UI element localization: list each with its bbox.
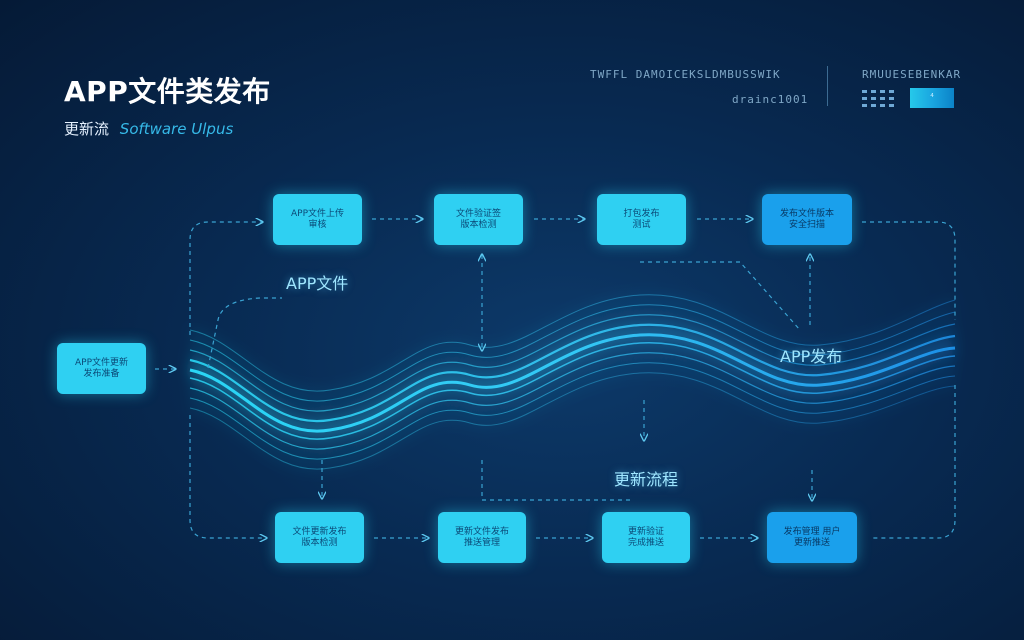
- grid-dots-icon: [862, 88, 896, 108]
- page-subtitle: 更新流 Software Ulpus: [64, 118, 233, 139]
- flow-node-bottom-1[interactable]: 文件更新发布 版本检测: [275, 512, 364, 563]
- flow-node-top-4[interactable]: 发布文件版本 安全扫描: [762, 194, 852, 245]
- connectors: [155, 219, 956, 538]
- header-badge-text: RMUUESEBENKAR: [862, 68, 962, 81]
- header-divider: [827, 66, 828, 106]
- flow-node-bottom-2[interactable]: 更新文件发布 推送管理: [438, 512, 526, 563]
- header-info-line-1: TWFFL DAMOICEKSLDMBUSSWIK: [590, 68, 781, 81]
- subtitle-en: Software Ulpus: [119, 120, 234, 138]
- label-update-flow: 更新流程: [614, 470, 679, 489]
- flow-node-bottom-3[interactable]: 更新验证 完成推送: [602, 512, 690, 563]
- label-app-release: APP发布: [780, 347, 843, 366]
- flow-node-left[interactable]: APP文件更新 发布准备: [57, 343, 146, 394]
- page-title: APP文件类发布: [64, 75, 271, 108]
- flow-node-top-3[interactable]: 打包发布 测试: [597, 194, 686, 245]
- flow-node-bottom-4[interactable]: 发布管理 用户 更新推送: [767, 512, 857, 563]
- label-app-file: APP文件: [286, 274, 349, 293]
- flow-node-top-1[interactable]: APP文件上传 审核: [273, 194, 362, 245]
- flow-node-top-2[interactable]: 文件验证签 版本检测: [434, 194, 523, 245]
- subtitle-cn: 更新流: [64, 120, 110, 138]
- accent-block: ⁴: [910, 88, 954, 108]
- header-info-line-2: drainc1001: [732, 93, 809, 106]
- wave-ribbon: [189, 294, 956, 470]
